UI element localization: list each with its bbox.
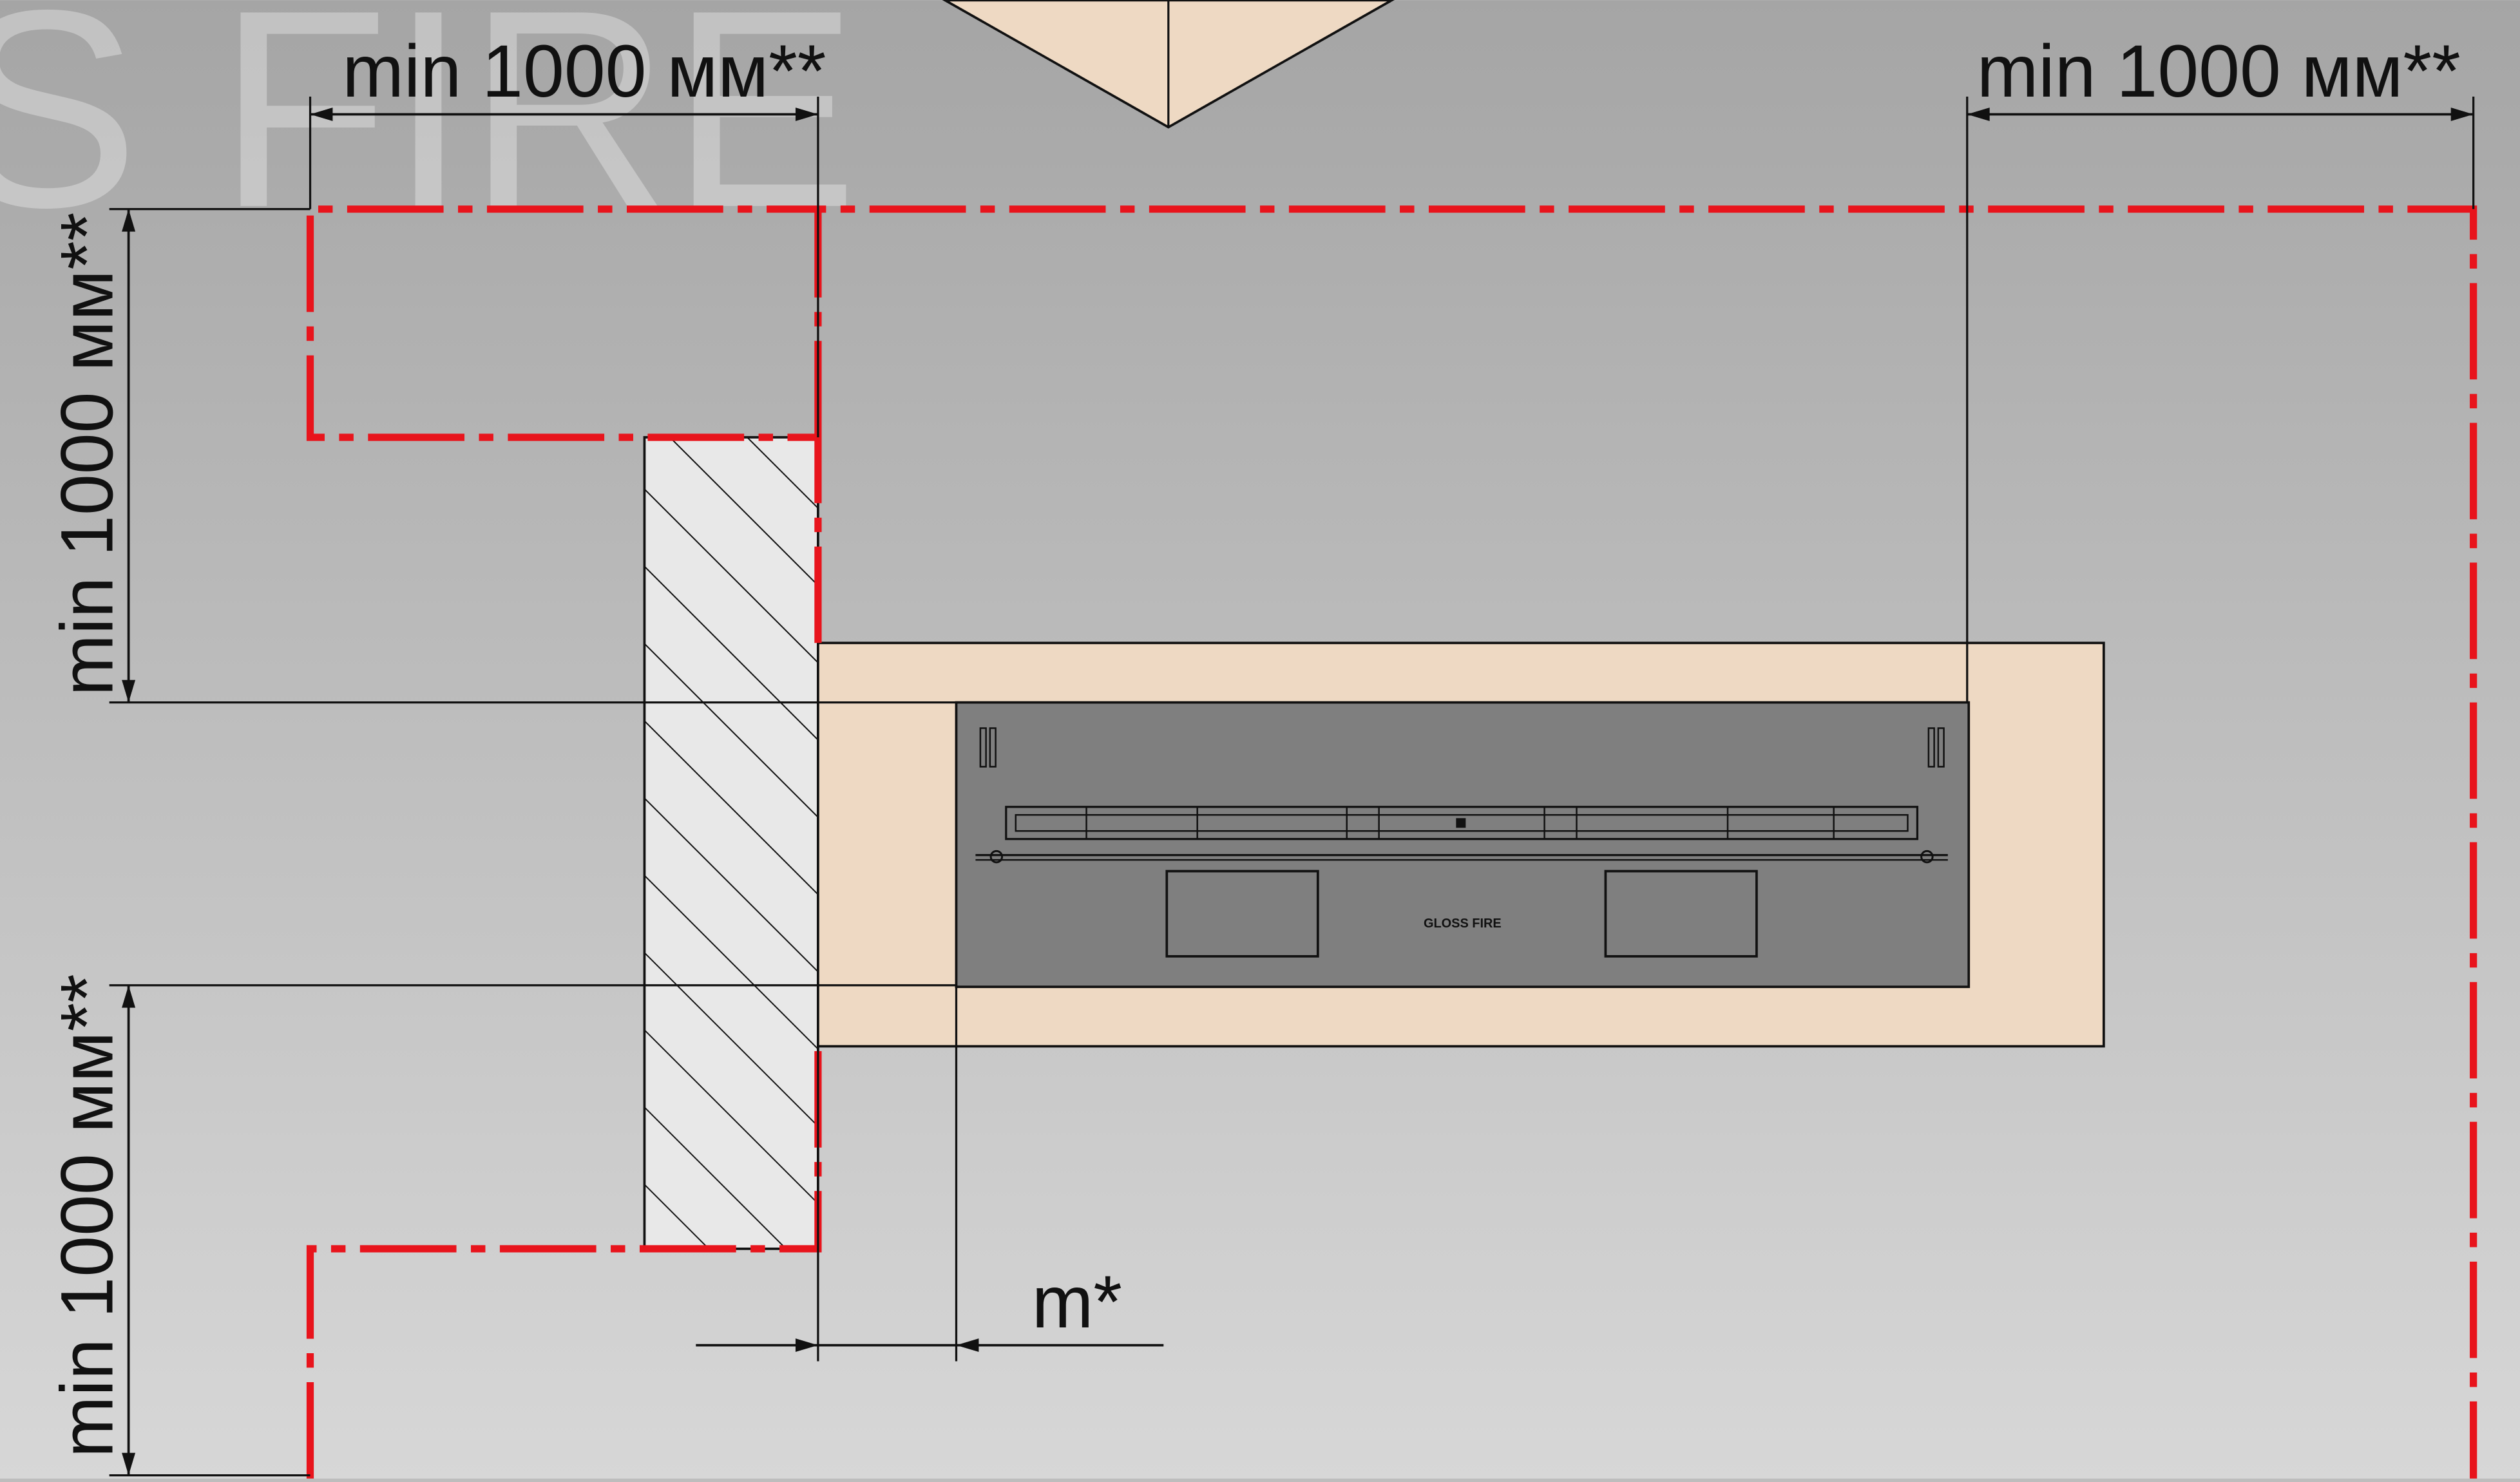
dim-label-top-right: min 1000 мм** (1977, 30, 2461, 113)
watermark-text: S FIRE (0, 0, 858, 266)
firebox (955, 701, 1971, 989)
dim-label-gap: m* (1032, 1261, 1122, 1344)
dim-label-top-left: min 1000 мм** (342, 30, 826, 113)
top-shape (942, 0, 1395, 129)
dim-label-left-lower: min 1000 мм** (46, 974, 129, 1458)
dim-label-left-upper: min 1000 мм** (46, 213, 129, 696)
extension-lines (109, 97, 2475, 1477)
brand-label: GLOSS FIRE (1424, 917, 1502, 931)
wall-hatched (643, 436, 819, 1250)
dimension-lines (122, 108, 2474, 1476)
